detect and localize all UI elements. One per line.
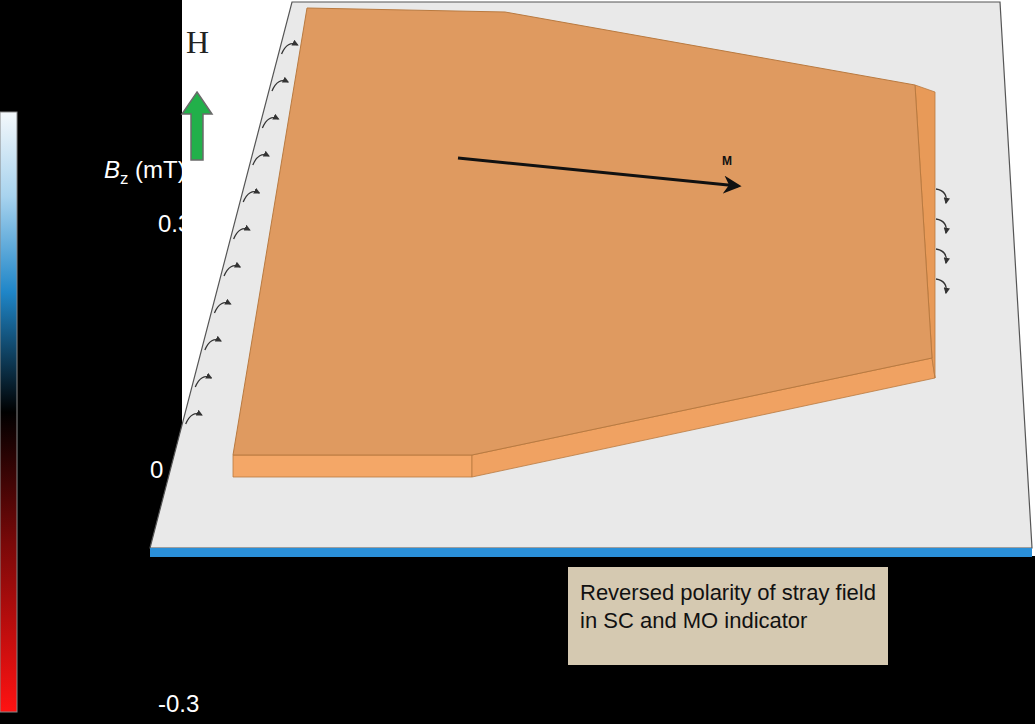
magnetization-arrow: [458, 158, 738, 186]
stray-field-line: [234, 229, 250, 239]
tick-label: -0.3: [158, 690, 199, 718]
field-arrow: [182, 92, 212, 160]
plate-edge: [150, 548, 1032, 557]
stray-field-line: [243, 192, 259, 202]
stray-field-line: [224, 266, 240, 276]
slab-face: [233, 455, 472, 477]
stray-field-line: [205, 340, 221, 350]
colorbar-title: Bz (mT): [104, 156, 186, 183]
magnetization-label: M: [722, 154, 732, 168]
colorbar: [0, 112, 17, 712]
stray-field-line: [253, 155, 269, 165]
stray-field-line: [936, 279, 946, 293]
caption-box: Reversed polarity of stray field in SC a…: [568, 567, 888, 665]
field-label: H: [186, 24, 209, 60]
stray-field-line: [195, 377, 211, 387]
tick-label: 0.3: [158, 210, 191, 238]
magnetization-label: M: [722, 154, 732, 168]
tick-label: 0: [150, 456, 163, 483]
stray-field-line: [186, 414, 202, 424]
stray-field-line: [936, 249, 946, 263]
stray-field-line: [262, 118, 278, 128]
stray-field-line: [214, 303, 230, 313]
caption-text: Reversed polarity of stray field in SC a…: [580, 579, 878, 635]
indicator-plate: [150, 2, 1032, 548]
tick-label: 0.3: [158, 210, 191, 237]
tick-label: -0.3: [158, 690, 199, 717]
field-label: H: [186, 24, 209, 61]
ferromagnet-slab: [233, 8, 932, 455]
colorbar-title: Bz (mT): [104, 156, 186, 189]
stray-field-line: [272, 81, 288, 91]
stray-field-line: [282, 44, 298, 54]
tick-label: 0: [150, 456, 163, 484]
stray-field-line: [936, 189, 946, 203]
stray-field-line: [936, 219, 946, 233]
